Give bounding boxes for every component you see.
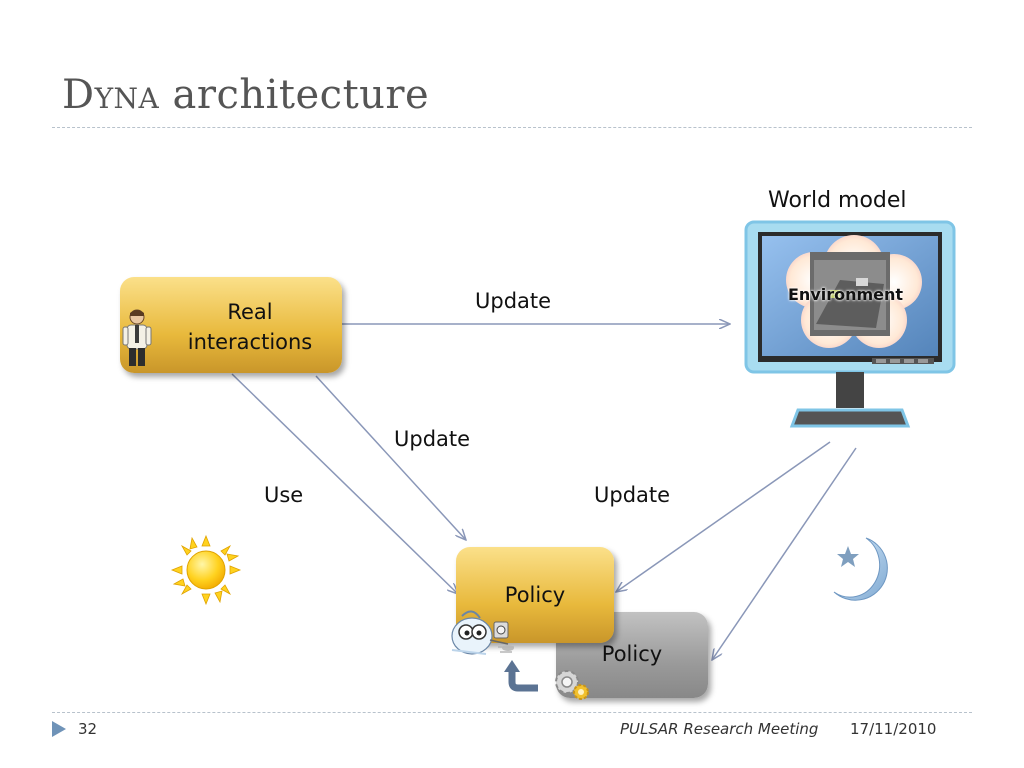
- title-divider: [52, 127, 972, 128]
- person-icon: [122, 309, 152, 366]
- slide-number: 32: [78, 720, 98, 738]
- arrow-real-to-policy-use: [231, 373, 458, 594]
- arrow-real-to-policy-update: [315, 375, 466, 540]
- loop-lines: [498, 646, 514, 653]
- world-model-monitor: [744, 220, 956, 428]
- footer-divider: [52, 712, 972, 713]
- title-first-word: Dyna: [62, 72, 160, 118]
- edge-label-top-update: Update: [475, 289, 552, 313]
- footer-play-icon: [52, 721, 66, 737]
- real-interactions-node: Real interactions: [120, 277, 342, 373]
- sun-icon: [170, 534, 242, 606]
- environment-label: Environment: [788, 285, 904, 304]
- edge-label-middle-update: Update: [394, 427, 471, 451]
- footer-meeting: PULSAR Research Meeting: [620, 720, 819, 738]
- star-icon: [837, 546, 859, 567]
- return-arrow-icon: [504, 660, 538, 692]
- edge-label-use: Use: [264, 483, 304, 507]
- edge-label-right-update: Update: [594, 483, 671, 507]
- footer-date: 17/11/2010: [850, 720, 937, 738]
- robot-icon: [451, 610, 514, 655]
- slide-title: Dyna architecture: [62, 72, 429, 118]
- policy-front-label: Policy: [504, 583, 566, 607]
- world-model-label: World model: [768, 188, 907, 213]
- real-interactions-label: Real interactions: [187, 300, 313, 354]
- moon-icon: [833, 537, 888, 601]
- arrow-world-to-policy-back: [712, 447, 857, 660]
- arrow-world-to-policy-front: [616, 441, 831, 592]
- title-rest: architecture: [159, 72, 430, 118]
- policy-back-label: Policy: [601, 642, 663, 666]
- gear-icon: [555, 670, 589, 700]
